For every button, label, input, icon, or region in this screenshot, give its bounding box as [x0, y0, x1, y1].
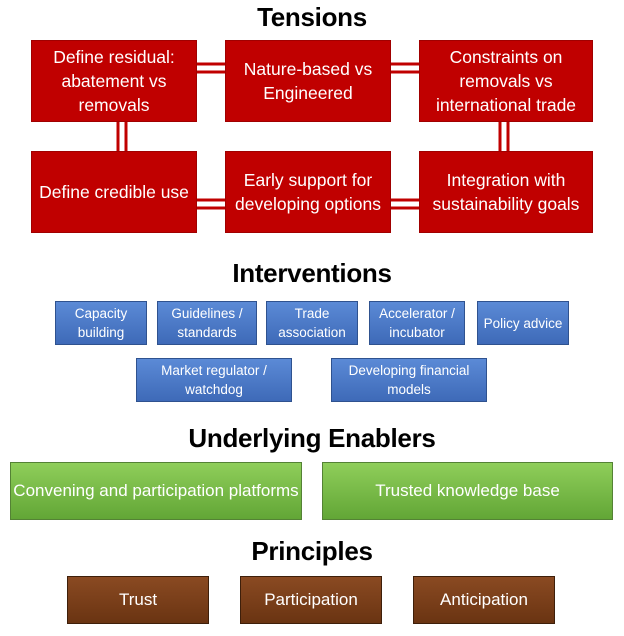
interventions-heading: Interventions	[232, 258, 392, 288]
tension-define-residual: Define residual: abatement vs removals	[31, 40, 197, 122]
tension-constraints-trade: Constraints on removals vs international…	[419, 40, 593, 122]
principle-anticipation: Anticipation	[413, 576, 555, 624]
tension-early-support: Early support for developing options	[225, 151, 391, 233]
intervention-capacity-building: Capacity building	[55, 301, 147, 345]
principles-heading: Principles	[251, 536, 373, 566]
enabler-knowledge-base: Trusted knowledge base	[322, 462, 613, 520]
tension-nature-vs-engineered: Nature-based vs Engineered	[225, 40, 391, 122]
intervention-market-regulator: Market regulator / watchdog	[136, 358, 292, 402]
tension-sustainability-goals: Integration with sustainability goals	[419, 151, 593, 233]
intervention-trade-association: Trade association	[266, 301, 358, 345]
intervention-policy-advice: Policy advice	[477, 301, 569, 345]
intervention-accelerator-incubator: Accelerator / incubator	[369, 301, 465, 345]
intervention-financial-models: Developing financial models	[331, 358, 487, 402]
intervention-guidelines-standards: Guidelines / standards	[157, 301, 257, 345]
tensions-heading: Tensions	[257, 2, 367, 32]
principle-participation: Participation	[240, 576, 382, 624]
tension-credible-use: Define credible use	[31, 151, 197, 233]
principle-trust: Trust	[67, 576, 209, 624]
tension-connectors	[116, 62, 510, 210]
enabler-convening-platforms: Convening and participation platforms	[10, 462, 302, 520]
enablers-heading: Underlying Enablers	[188, 423, 436, 453]
